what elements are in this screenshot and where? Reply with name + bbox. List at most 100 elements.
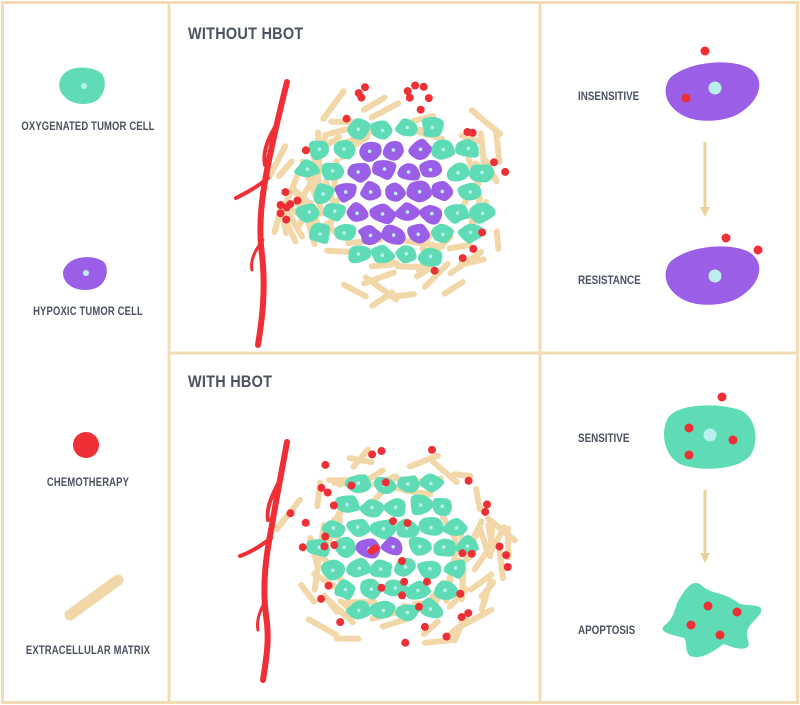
matrix-fiber	[298, 582, 317, 605]
chemo-dot	[293, 196, 302, 205]
cell-nucleus	[466, 146, 471, 151]
cell-nucleus	[391, 545, 396, 549]
chemo-dot	[419, 82, 428, 91]
cell-nucleus	[393, 586, 398, 590]
matrix-fiber	[360, 94, 388, 113]
cell-nucleus	[480, 211, 485, 216]
outcome-label-sensitive: SENSITIVE	[578, 431, 630, 445]
cell-nucleus	[330, 169, 335, 173]
cell-nucleus	[381, 527, 386, 531]
cell-nucleus	[480, 170, 484, 175]
tumor-without-hbot	[266, 81, 510, 309]
cell-nucleus	[378, 567, 383, 571]
cell-nucleus	[345, 502, 349, 507]
cell-nucleus	[417, 189, 422, 194]
matrix-fiber	[361, 269, 397, 287]
tumor-with-hbot	[273, 445, 518, 647]
panel-title-without: WITHOUT HBOT	[188, 24, 304, 43]
chemo-dot	[715, 630, 725, 640]
matrix-fiber	[406, 452, 441, 470]
cell-nucleus	[380, 212, 385, 216]
matrix-fiber	[446, 241, 473, 252]
chemo-dot	[464, 476, 473, 485]
chemo-dot	[753, 245, 763, 255]
chemo-dot	[428, 445, 436, 454]
cell-nucleus	[317, 147, 322, 151]
legend-label-chemotherapy: CHEMOTHERAPY	[46, 477, 130, 489]
oxygenated-tumor-cell	[295, 203, 320, 223]
chemo-dot	[681, 93, 691, 103]
vessel-bottom-branch	[265, 478, 282, 522]
chemo-dot	[321, 460, 330, 469]
matrix-fiber	[420, 618, 441, 637]
cell-nucleus	[355, 525, 360, 529]
chemo-dot	[501, 167, 510, 176]
matrix-fiber	[478, 579, 497, 600]
chemo-dot	[415, 602, 423, 611]
cell-nucleus	[429, 525, 433, 530]
chemo-dot	[301, 146, 310, 155]
matrix-fiber	[441, 279, 466, 297]
cell-nucleus	[416, 232, 421, 237]
vessel-top-branch	[262, 120, 280, 167]
chemo-dot	[424, 94, 433, 103]
nucleus-icon	[81, 83, 87, 89]
chemo-dot	[371, 544, 380, 553]
chemo-dot	[442, 632, 451, 641]
chemo-dot	[468, 128, 477, 137]
cell-nucleus	[393, 191, 398, 196]
chemo-dot	[469, 244, 478, 253]
cell-nucleus	[305, 167, 310, 171]
cell-nucleus	[393, 505, 398, 510]
chemo-dot	[420, 622, 429, 631]
cell-nucleus	[428, 254, 433, 259]
matrix-fiber	[305, 616, 339, 638]
cell-nucleus	[405, 610, 410, 615]
cell-nucleus	[456, 171, 460, 175]
chemo-dot	[368, 450, 377, 459]
chemo-dot	[503, 563, 512, 571]
chemo-dot	[478, 228, 487, 237]
cell-nucleus	[405, 125, 410, 130]
matrix-fiber	[496, 542, 506, 582]
cell-nucleus	[454, 526, 459, 530]
chemo-dot	[324, 581, 333, 590]
matrix-fiber	[447, 249, 484, 277]
cell-nucleus	[331, 568, 335, 572]
matrix-fiber	[430, 459, 460, 486]
outcome-label-insensitive: INSENSITIVE	[578, 89, 640, 103]
chemo-dot	[700, 46, 710, 56]
chemo-dot	[398, 557, 406, 565]
cell-nucleus	[380, 253, 385, 257]
chemo-dot	[717, 392, 727, 402]
cell-nucleus	[430, 125, 435, 130]
chemo-dot	[321, 532, 330, 541]
cell-nucleus	[317, 545, 322, 550]
chemo-dot	[377, 583, 386, 592]
cell-nucleus	[369, 587, 374, 591]
cell-nucleus	[318, 232, 322, 236]
cell-nucleus	[356, 252, 361, 256]
nucleus-icon	[703, 428, 717, 442]
matrix-fiber	[451, 471, 474, 480]
cell-nucleus	[406, 170, 411, 174]
chemo-dot	[320, 542, 329, 551]
chemo-dot	[400, 577, 409, 586]
matrix-fiber	[458, 132, 484, 145]
cell-nucleus	[368, 190, 373, 194]
cell-nucleus	[468, 190, 473, 194]
cell-nucleus	[441, 232, 445, 237]
legend-label-oxygenated: OXYGENATED TUMOR CELL	[21, 121, 155, 133]
chemo-dot	[458, 254, 467, 263]
cell-nucleus	[453, 566, 458, 570]
chemo-dot	[684, 450, 694, 460]
cell-nucleus	[380, 128, 385, 133]
chemo-dot	[398, 591, 407, 600]
cell-nucleus	[382, 167, 387, 171]
chemo-dot	[403, 519, 412, 528]
cell-nucleus	[342, 231, 346, 235]
hypoxic-tumor-cell	[380, 536, 403, 556]
cell-nucleus	[441, 545, 446, 549]
